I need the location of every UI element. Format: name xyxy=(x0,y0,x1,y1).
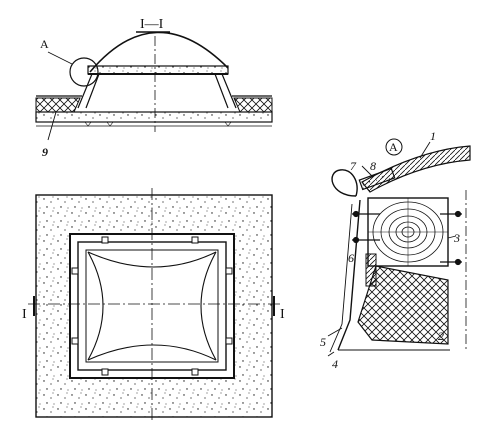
frame-fasteners xyxy=(71,236,233,376)
label-7: 7 xyxy=(350,159,357,173)
label-8: 8 xyxy=(370,159,376,173)
section-label: I—I xyxy=(140,17,164,32)
drip-loop xyxy=(331,169,358,197)
roof-slab xyxy=(35,111,273,123)
label-9: 9 xyxy=(42,145,48,159)
roof-insulation-right xyxy=(233,97,273,113)
dome-curve-top xyxy=(87,251,217,268)
leader-3 xyxy=(447,235,457,239)
insulation-block xyxy=(357,265,449,345)
leader-1 xyxy=(419,141,431,159)
label-3: 3 xyxy=(453,231,460,245)
leader-5 xyxy=(327,327,343,337)
section-view: I—I A 9 xyxy=(35,17,273,159)
upstand-wall-inner xyxy=(329,203,353,353)
leader-2 xyxy=(429,317,441,329)
leader-9 xyxy=(47,111,57,141)
label-5: 5 xyxy=(320,335,326,349)
roof-insulation-left xyxy=(35,97,81,113)
cut-mark-right-label: I xyxy=(280,307,285,322)
timber-rays xyxy=(368,198,448,266)
upstand-right xyxy=(214,73,237,109)
dome-curve-left xyxy=(87,251,104,361)
detail-title-circle xyxy=(385,138,403,156)
upstand-wall xyxy=(337,199,361,351)
leader-8 xyxy=(361,165,373,177)
detail-callout-leader xyxy=(47,51,73,65)
label-4: 4 xyxy=(332,357,338,371)
detail-callout-letter: A xyxy=(40,37,49,51)
plan-view: I I xyxy=(22,188,285,420)
dome-arc xyxy=(89,31,229,73)
label-6: 6 xyxy=(348,251,354,265)
detail-callout-circle xyxy=(69,57,99,87)
upstand-left xyxy=(77,73,100,109)
detail-a-view: A 1 8 7 xyxy=(320,129,471,371)
dome-curve-bottom xyxy=(87,344,217,361)
leader-4 xyxy=(327,351,335,357)
clamp-strip xyxy=(358,167,396,191)
dome-curve-right xyxy=(200,251,217,361)
frame-beam xyxy=(87,65,229,75)
cut-mark-left-label: I xyxy=(22,307,27,322)
detail-title-letter: A xyxy=(389,140,398,154)
dome-shell-detail xyxy=(361,145,471,193)
label-1: 1 xyxy=(430,129,436,143)
label-2: 2 xyxy=(438,329,444,343)
dimension-ticks xyxy=(84,121,232,127)
